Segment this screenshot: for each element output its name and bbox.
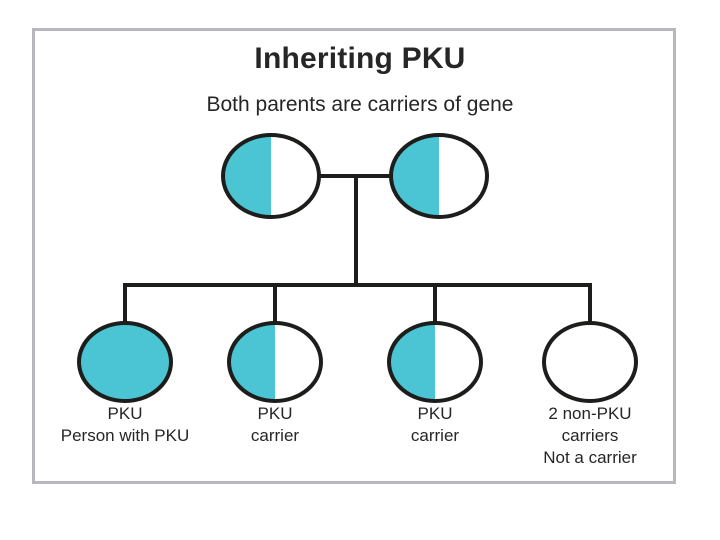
child-1-label: PKU Person with PKU — [25, 403, 225, 447]
child-2-label-line-1: PKU — [257, 404, 293, 423]
child-2-label-line-2: carrier — [250, 426, 300, 445]
child-2-carrier-half — [229, 323, 275, 401]
parent-2-carrier-half — [391, 135, 439, 217]
child-3-node — [387, 321, 483, 403]
parent-2-node — [389, 133, 489, 219]
child-4-label-line-2: carriers — [561, 426, 619, 445]
child-1-label-line-2: Person with PKU — [60, 426, 190, 445]
child-4-label-line-3: Not a carrier — [543, 448, 637, 467]
child-4-label-line-1: 2 non-PKU — [548, 404, 632, 423]
child-4-node — [542, 321, 638, 403]
child-4-label: 2 non-PKU carriers Not a carrier — [490, 403, 690, 469]
child-3-carrier-half — [389, 323, 435, 401]
child-3-label-line-1: PKU — [417, 404, 453, 423]
parent-1-node — [221, 133, 321, 219]
diagram-title: Inheriting PKU — [254, 42, 466, 75]
child-3-label: PKU carrier — [335, 403, 535, 447]
child-2-label: PKU carrier — [175, 403, 375, 447]
child-1-node — [77, 321, 173, 403]
child-2-node — [227, 321, 323, 403]
diagram-subtitle: Both parents are carriers of gene — [206, 93, 514, 116]
child-3-label-line-2: carrier — [410, 426, 460, 445]
parent-1-carrier-half — [223, 135, 271, 217]
child-1-label-line-1: PKU — [107, 404, 143, 423]
